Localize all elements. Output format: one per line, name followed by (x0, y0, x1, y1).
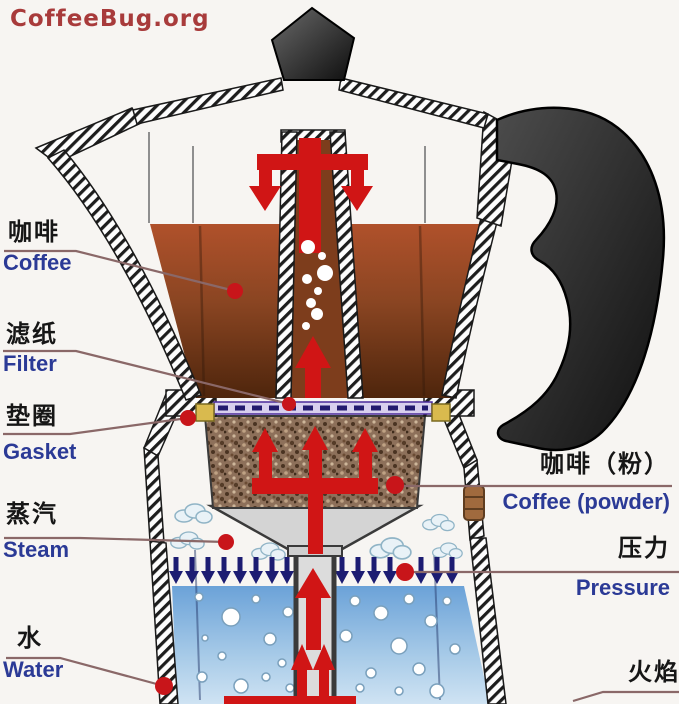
leader-lines (3, 249, 679, 703)
label-pressure-en: Pressure (575, 575, 670, 600)
label-water-en: Water (3, 657, 64, 682)
chimney-flow-arrows (249, 138, 373, 398)
label-gasket-zh: 垫圈 (6, 402, 58, 430)
filter-plate (213, 401, 433, 415)
label-steam-en: Steam (3, 537, 70, 562)
upper-pot-walls (34, 77, 518, 401)
label-coffee-en: Coffee (3, 250, 72, 275)
site-logo: CoffeeBug.org (10, 6, 210, 32)
chimney-bubbles (301, 240, 333, 330)
label-gasket-en: Gasket (3, 439, 77, 464)
pot-facet-lines (148, 132, 426, 223)
label-pressure-zh: 压力 (618, 534, 670, 562)
label-coffee-powder-en: Coffee (powder) (502, 489, 670, 514)
handle (495, 106, 666, 452)
water-bubbles (194, 592, 461, 699)
label-filter-zh: 滤纸 (6, 320, 58, 348)
tube-flow-arrows (291, 568, 335, 704)
lid-knob (270, 6, 356, 81)
gaskets (195, 403, 451, 422)
label-water-zh: 水 (17, 624, 43, 652)
label-steam-zh: 蒸汽 (6, 500, 58, 528)
label-coffee-powder-zh: 咖啡（粉） (540, 450, 670, 478)
label-filter-en: Filter (3, 351, 57, 376)
powder-flow-arrows (252, 426, 378, 554)
heat-band (224, 696, 356, 704)
label-flame-zh: 火焰 (628, 658, 679, 686)
label-coffee-zh: 咖啡 (8, 218, 60, 246)
marker-dots (155, 283, 414, 695)
